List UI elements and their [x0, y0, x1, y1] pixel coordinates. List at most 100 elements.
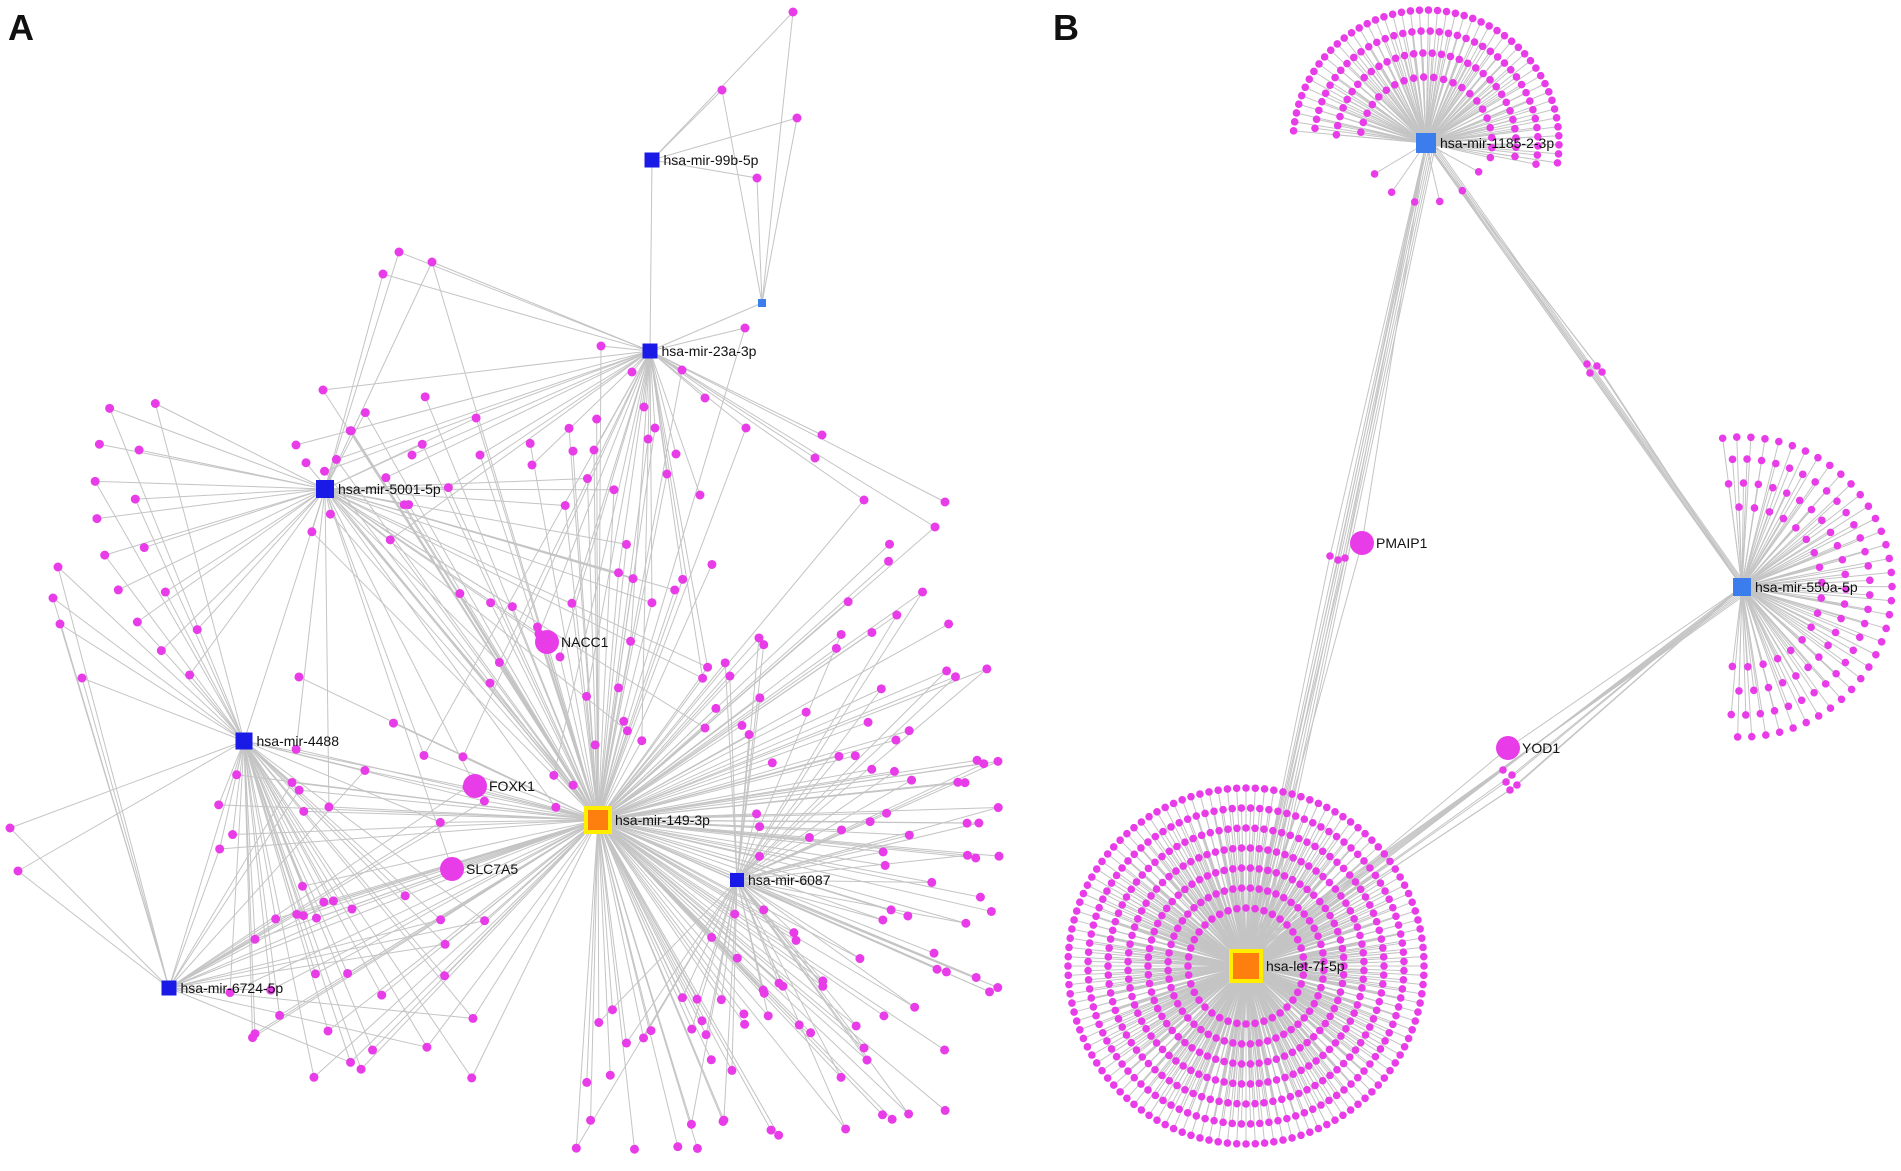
edge — [254, 819, 599, 1035]
gene-node — [700, 393, 710, 403]
edge — [411, 350, 651, 456]
gene-node — [192, 625, 202, 635]
gene-node — [440, 939, 450, 949]
edge — [618, 350, 651, 573]
gene-node — [1173, 924, 1182, 933]
gene-node — [1404, 889, 1413, 898]
edge — [52, 597, 245, 742]
gene-node — [1815, 563, 1824, 572]
gene-node — [1792, 672, 1800, 680]
gene-node — [1188, 1043, 1196, 1052]
gene-node — [707, 559, 717, 569]
gene-node — [910, 1002, 920, 1012]
edge — [1363, 77, 1427, 144]
gene-node — [628, 574, 638, 584]
gene-node — [1130, 1001, 1139, 1009]
gene-node — [1151, 858, 1159, 867]
gene-node — [1739, 479, 1748, 487]
gene-node — [885, 539, 895, 549]
gene-node — [343, 968, 353, 978]
gene-node — [1145, 979, 1154, 988]
gene-label-nacc1: NACC1 — [561, 634, 609, 650]
gene-node — [1242, 1100, 1250, 1108]
edge — [324, 273, 384, 490]
mirna-node-mir-5001-5p — [316, 480, 334, 498]
gene-node — [1064, 952, 1073, 961]
edge — [1413, 53, 1427, 144]
gene-node — [291, 744, 301, 754]
edge — [736, 879, 847, 1130]
edge — [168, 913, 298, 989]
gene-node — [1084, 957, 1092, 966]
gene-node — [1197, 898, 1205, 907]
gene-node — [1750, 504, 1759, 512]
gene-node — [1277, 1095, 1286, 1104]
gene-node — [1169, 799, 1178, 808]
gene-node — [1255, 1039, 1263, 1047]
gene-node — [759, 640, 769, 650]
gene-node — [1325, 827, 1333, 836]
gene-node — [1174, 891, 1183, 899]
gene-node — [1320, 966, 1328, 975]
edge — [1741, 586, 1761, 714]
edge — [324, 488, 708, 668]
gene-node — [1153, 919, 1162, 928]
gene-node — [1251, 784, 1260, 793]
gene-node — [1153, 1116, 1161, 1124]
gene-node — [1289, 127, 1298, 135]
gene-node — [1392, 1011, 1400, 1020]
gene-node — [1826, 528, 1835, 537]
edge — [385, 350, 651, 479]
edge — [1245, 555, 1331, 967]
gene-node — [1070, 1008, 1078, 1016]
edge — [168, 786, 468, 989]
gene-node — [1388, 10, 1397, 19]
gene-node — [1317, 1101, 1325, 1109]
gene-node — [1315, 106, 1323, 115]
gene-node — [1837, 470, 1845, 478]
gene-node — [1296, 1043, 1304, 1052]
gene-node — [1287, 898, 1295, 907]
gene-node — [1391, 54, 1400, 63]
edge — [168, 919, 441, 989]
gene-node — [1842, 585, 1850, 594]
edge — [1393, 35, 1427, 144]
gene-node — [851, 1021, 861, 1031]
edge — [350, 819, 599, 1063]
gene-node — [1095, 903, 1103, 912]
gene-node — [1396, 1051, 1404, 1059]
edge — [1361, 142, 1427, 544]
gene-node — [1479, 69, 1487, 78]
edge — [1425, 137, 1492, 144]
gene-node — [1744, 662, 1752, 671]
gene-node — [1161, 1120, 1169, 1129]
gene-node — [1323, 1120, 1331, 1129]
edge — [1425, 54, 1442, 144]
edge — [322, 389, 599, 821]
mirna-label-mir-1185-2-3p: hsa-mir-1185-2-3p — [1440, 135, 1554, 151]
gene-node — [1286, 831, 1295, 840]
gene-node — [1385, 895, 1393, 904]
gene-node — [1098, 857, 1106, 866]
mirna-label-mir-4488: hsa-mir-4488 — [257, 733, 340, 749]
gene-node — [1147, 988, 1156, 996]
edge — [649, 327, 746, 352]
gene-node — [1818, 516, 1826, 525]
gene-node — [1360, 1067, 1368, 1075]
edge — [168, 821, 441, 989]
gene-node — [1123, 1094, 1131, 1103]
gene-node — [494, 657, 504, 667]
edge — [597, 526, 936, 821]
gene-node — [1203, 1073, 1211, 1082]
gene-node — [697, 1016, 707, 1026]
gene-node — [1773, 654, 1782, 663]
edge — [1741, 483, 1744, 588]
gene-node — [1733, 733, 1742, 741]
edge — [1741, 552, 1815, 588]
gene-node — [1264, 866, 1272, 875]
gene-node — [1442, 7, 1451, 16]
gene-node — [1385, 1028, 1393, 1037]
edge — [243, 740, 304, 916]
gene-node — [1272, 1076, 1281, 1084]
gene-node — [1811, 478, 1819, 486]
